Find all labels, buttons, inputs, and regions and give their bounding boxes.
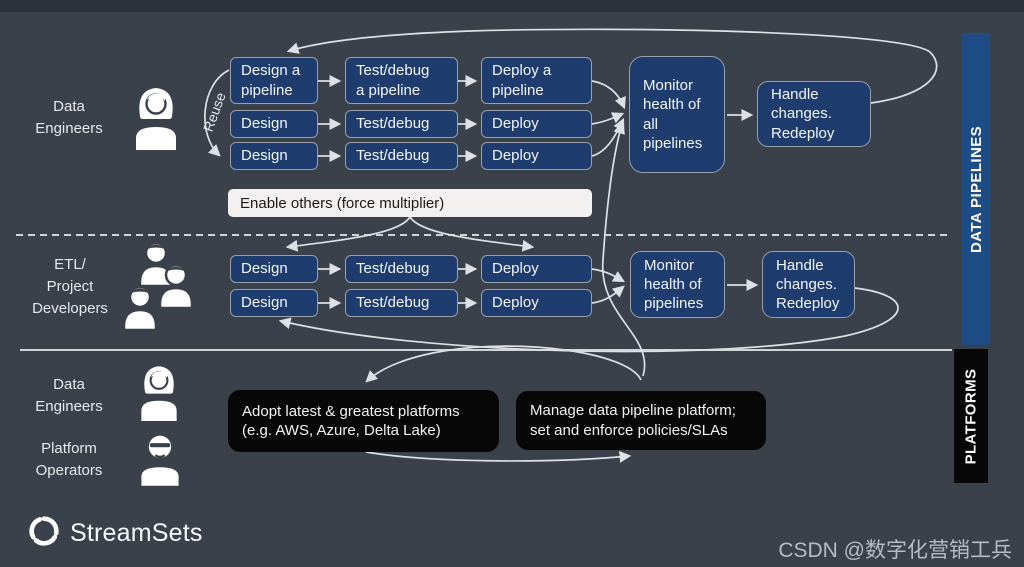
box-manage-platform: Manage data pipeline platform; set and e… xyxy=(516,391,766,450)
box-adopt-platforms: Adopt latest & greatest platforms (e.g. … xyxy=(228,390,499,452)
actor-label-data-engineers-top: Data Engineers xyxy=(35,98,103,137)
box-mid-deploy-1: Deploy xyxy=(481,255,592,283)
enable-others-bar: Enable others (force multiplier) xyxy=(228,189,592,217)
box-design-a-pipeline: Design a pipeline xyxy=(230,57,318,104)
box-test-debug-3: Test/debug xyxy=(345,142,458,170)
box-deploy-a-pipeline: Deploy a pipeline xyxy=(481,57,592,104)
box-monitor-health-all-pipelines: Monitor health of all pipelines xyxy=(629,56,725,173)
csdn-watermark: CSDN @数字化营销工兵 xyxy=(778,539,1012,562)
box-mid-deploy-2: Deploy xyxy=(481,289,592,317)
team-icon xyxy=(120,241,200,345)
box-design-3: Design xyxy=(230,142,318,170)
female-user-icon xyxy=(128,82,184,155)
box-design-2: Design xyxy=(230,110,318,138)
sidebar-data-pipelines: DATA PIPELINES xyxy=(962,33,990,345)
female-user-icon xyxy=(133,361,185,426)
box-test-debug-a-pipeline: Test/debug a pipeline xyxy=(345,57,458,104)
streamsets-swirl-icon xyxy=(27,514,61,553)
box-mid-design-1: Design xyxy=(230,255,318,283)
bearded-user-icon xyxy=(134,428,186,491)
box-mid-design-2: Design xyxy=(230,289,318,317)
actor-label-data-engineers-bottom: Data Engineers xyxy=(35,376,103,415)
reuse-label: Reuse xyxy=(199,90,229,134)
box-deploy-2: Deploy xyxy=(481,110,592,138)
box-mid-test-debug-1: Test/debug xyxy=(345,255,458,283)
actor-label-platform-operators: Platform Operators xyxy=(35,440,103,479)
box-deploy-3: Deploy xyxy=(481,142,592,170)
enable-split-arrows xyxy=(285,216,535,252)
box-monitor-health-pipelines: Monitor health of pipelines xyxy=(630,251,725,318)
box-handle-changes-redeploy-mid: Handle changes. Redeploy xyxy=(762,251,855,318)
sidebar-platforms: PLATFORMS xyxy=(954,349,988,483)
logo-text: StreamSets xyxy=(70,519,203,547)
actor-label-etl-project-developers: ETL/ Project Developers xyxy=(32,256,108,317)
top-shade-band xyxy=(0,0,1024,12)
box-mid-test-debug-2: Test/debug xyxy=(345,289,458,317)
streamsets-logo: StreamSets xyxy=(27,514,203,553)
box-test-debug-2: Test/debug xyxy=(345,110,458,138)
box-handle-changes-redeploy-top: Handle changes. Redeploy xyxy=(757,81,871,147)
